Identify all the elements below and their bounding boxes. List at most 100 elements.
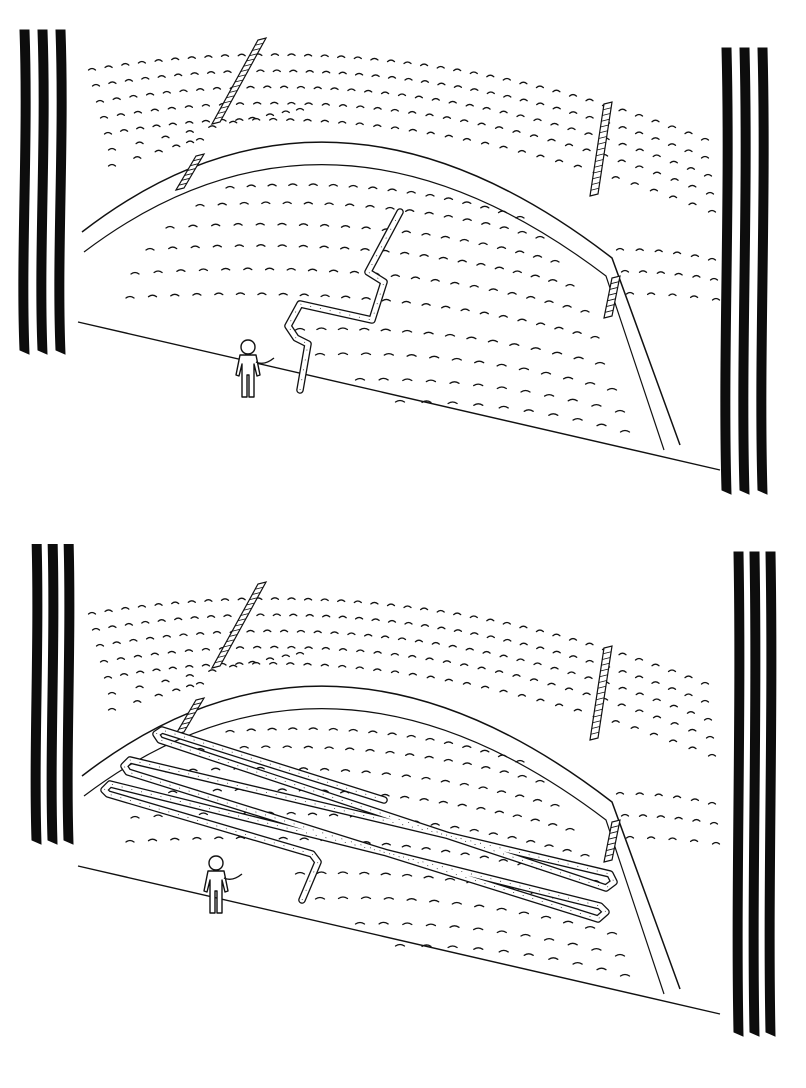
seat	[324, 746, 334, 750]
seat	[668, 195, 678, 199]
seat	[585, 98, 594, 102]
seat	[338, 648, 348, 651]
curtain-fold	[738, 47, 751, 495]
seat	[261, 201, 271, 205]
seat	[469, 615, 478, 619]
seat	[469, 71, 478, 75]
seat	[137, 60, 147, 64]
seat	[322, 70, 331, 74]
seat	[646, 836, 656, 840]
seat	[499, 145, 508, 149]
seat	[235, 292, 246, 296]
seat	[328, 813, 339, 817]
seat	[91, 627, 101, 631]
seat	[635, 248, 644, 252]
seat	[121, 62, 130, 66]
seat	[133, 654, 143, 658]
seat	[567, 398, 578, 402]
seat	[517, 693, 527, 697]
seat	[195, 137, 205, 141]
seat	[480, 749, 490, 753]
stair-step	[605, 309, 614, 313]
seat	[498, 858, 508, 862]
seat	[385, 206, 395, 210]
seat	[406, 734, 416, 738]
seat	[503, 94, 512, 98]
seat	[307, 812, 318, 816]
seat	[286, 662, 295, 665]
seat	[381, 842, 391, 846]
seat	[502, 621, 511, 625]
seat	[518, 367, 530, 371]
seat	[649, 732, 659, 736]
seat	[212, 86, 222, 90]
seat	[214, 836, 224, 840]
seat	[585, 642, 594, 646]
seat	[462, 762, 472, 766]
seat	[125, 295, 135, 299]
seat	[457, 803, 467, 807]
seat	[443, 741, 454, 745]
seat	[347, 632, 356, 636]
seat	[569, 655, 578, 658]
seat	[540, 915, 552, 919]
stair-step	[603, 107, 612, 111]
seat	[235, 102, 245, 105]
seat	[263, 629, 272, 633]
seat	[387, 75, 397, 79]
balcony-front	[81, 141, 681, 446]
seat	[387, 732, 397, 736]
seat	[371, 74, 380, 78]
stair-step	[600, 668, 609, 672]
seat	[319, 223, 330, 227]
seat	[444, 333, 456, 337]
seat	[651, 663, 660, 667]
seat	[554, 703, 564, 707]
seat	[154, 693, 163, 697]
seat	[564, 687, 574, 691]
seat	[536, 154, 545, 158]
seat	[619, 429, 631, 433]
seat	[348, 184, 358, 188]
seat	[684, 693, 693, 697]
seat	[443, 197, 454, 201]
seat	[567, 671, 576, 675]
seat	[161, 135, 170, 139]
seat	[278, 836, 288, 840]
seat	[420, 624, 430, 627]
seat	[303, 597, 313, 601]
seat	[421, 232, 431, 236]
seat	[95, 643, 105, 647]
seat	[316, 327, 327, 331]
seat	[198, 268, 209, 272]
seat	[421, 400, 432, 404]
seat	[255, 222, 265, 226]
seat	[564, 143, 574, 147]
seat	[386, 59, 396, 63]
stair-step	[606, 304, 615, 308]
stair-step	[607, 842, 616, 846]
seat	[440, 779, 450, 783]
seat	[141, 76, 150, 80]
seat	[596, 967, 607, 971]
seat	[154, 149, 163, 153]
seat	[162, 90, 171, 94]
panel-bottom-auditorium	[0, 544, 806, 1088]
seat	[453, 85, 463, 88]
seat	[319, 767, 330, 771]
seat	[320, 598, 329, 602]
seat	[295, 651, 305, 655]
seat	[414, 95, 424, 99]
seat	[257, 292, 267, 296]
seat	[684, 675, 693, 679]
seat	[496, 363, 507, 367]
seat	[498, 314, 508, 318]
seat	[451, 901, 462, 905]
seat	[618, 108, 627, 112]
seat	[157, 619, 166, 622]
seat	[582, 692, 591, 696]
seat	[692, 274, 701, 278]
seat	[172, 688, 181, 692]
seat	[543, 393, 555, 397]
seat	[448, 100, 457, 104]
